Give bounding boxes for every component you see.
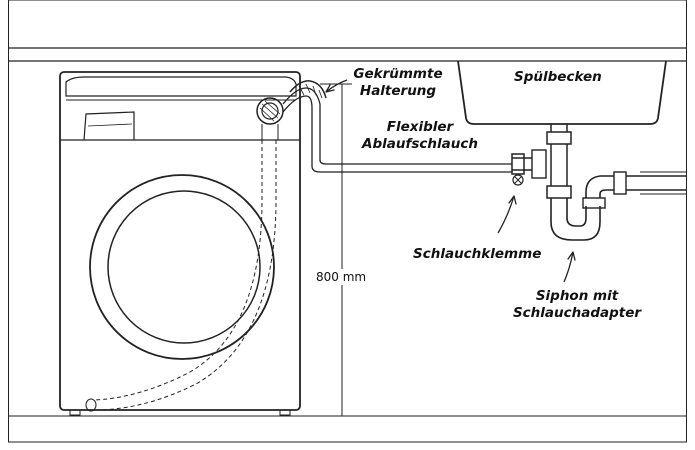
siphon-nut-right — [582, 197, 606, 209]
arrow-siphon-head — [567, 251, 576, 261]
drawer-detail — [87, 123, 133, 127]
label-siphon: Siphon mit Schlauchadapter — [512, 288, 642, 322]
label-flex-hose-line2: Ablaufschlauch — [362, 136, 478, 152]
pointer-arrows — [325, 79, 576, 283]
sink — [457, 60, 667, 132]
arrow-clamp — [497, 195, 515, 234]
holder-hatching — [298, 83, 323, 99]
dimension-800mm — [304, 83, 352, 417]
hose-adapter — [502, 149, 547, 186]
arrow-clamp-head — [508, 195, 517, 205]
hose-inner-line — [282, 95, 512, 173]
hose-clamp — [511, 153, 525, 175]
drain-hose — [282, 80, 512, 173]
siphon — [546, 131, 686, 241]
washing-machine — [59, 71, 301, 416]
siphon-trap-outer — [550, 198, 601, 241]
label-siphon-line2: Schlauchadapter — [512, 305, 642, 321]
label-hose-clamp: Schlauchklemme — [413, 246, 542, 262]
label-sink: Spülbecken — [514, 69, 602, 85]
label-bent-holder-line1: Gekrümmte — [353, 66, 443, 82]
clamp-screw — [512, 174, 524, 186]
machine-door-inner — [107, 190, 261, 344]
label-siphon-line1: Siphon mit — [535, 288, 619, 304]
machine-door-outer — [89, 174, 275, 360]
machine-foot-right — [279, 409, 291, 416]
outlet-shading — [259, 100, 281, 122]
siphon-nut-middle — [546, 185, 572, 199]
siphon-nut-top — [546, 131, 572, 145]
hose-bottom-end — [85, 398, 97, 412]
siphon-elbow — [585, 175, 614, 198]
dimension-label: 800 mm — [314, 269, 369, 285]
detergent-drawer — [83, 111, 135, 141]
internal-hose-dashed-2 — [93, 140, 277, 411]
arrow-holder — [325, 79, 348, 93]
sink-basin — [457, 60, 667, 125]
siphon-trap-inner — [566, 198, 587, 227]
machine-body — [59, 71, 301, 411]
curved-holder — [289, 80, 327, 99]
clamp-screw-cross — [514, 176, 522, 184]
arrow-holder-head — [325, 84, 335, 93]
label-bent-holder-line2: Halterung — [359, 83, 437, 99]
label-flex-hose-line1: Flexibler — [386, 119, 454, 135]
label-flex-hose: Flexibler Ablaufschlauch — [350, 119, 490, 153]
wall-pipe-nut — [613, 171, 627, 195]
machine-top-lid — [65, 76, 297, 97]
label-bent-holder: Gekrümmte Halterung — [338, 66, 458, 100]
internal-hose-dashed-1 — [93, 140, 263, 401]
machine-foot-left — [69, 409, 81, 416]
hose-outlet-ring-inner — [261, 102, 279, 120]
diagram-frame — [8, 0, 687, 443]
arrow-siphon — [563, 251, 574, 283]
adapter-nut — [531, 149, 547, 179]
